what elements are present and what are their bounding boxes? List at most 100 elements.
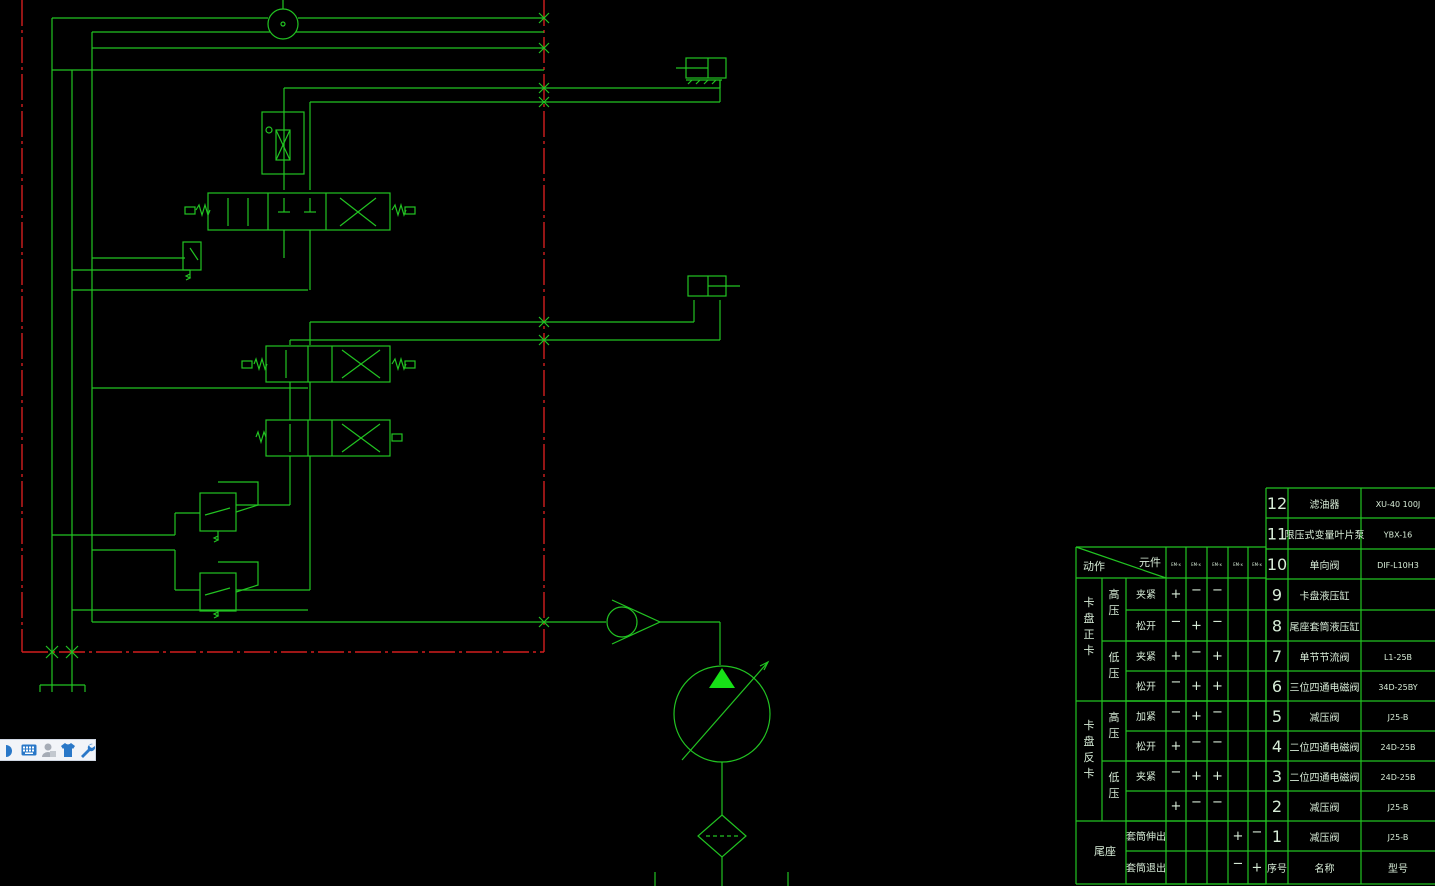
action-sign: + (1212, 649, 1223, 664)
throttle-valve (261, 111, 305, 175)
parts-footer-model: 型号 (1388, 862, 1408, 875)
parts-row-number: 1 (1272, 827, 1282, 846)
action-row-label: 套筒伸出 (1126, 830, 1166, 843)
action-sign: + (1233, 829, 1244, 844)
parts-row-number: 8 (1272, 617, 1282, 636)
parts-row-number: 11 (1267, 525, 1287, 544)
action-sign: + (1191, 769, 1202, 784)
solenoid-valve-6 (184, 192, 416, 290)
parts-row-model: 24D-25B (1381, 743, 1416, 752)
shirt-icon[interactable] (60, 741, 76, 759)
action-sub-label: 低压 (1109, 771, 1120, 800)
check-valve-10 (606, 599, 721, 665)
parts-row-number: 9 (1272, 586, 1282, 605)
action-sign: + (1171, 587, 1182, 602)
tailstock-cylinder (687, 275, 740, 297)
action-sign: − (1171, 765, 1182, 780)
parts-row-name: 尾座套筒液压缸 (1290, 621, 1360, 634)
parts-footer-number: 序号 (1267, 862, 1287, 875)
action-sign: − (1191, 645, 1202, 660)
action-sign: − (1233, 857, 1244, 872)
action-sign: − (1212, 583, 1223, 598)
parts-row-name: 滤油器 (1310, 498, 1340, 511)
action-row-label: 套筒退出 (1126, 862, 1166, 875)
parts-row-model: J25-B (1387, 833, 1409, 842)
partial-icon[interactable] (2, 741, 18, 759)
action-sign: − (1191, 583, 1202, 598)
parts-footer-name: 名称 (1315, 862, 1335, 875)
action-sign: − (1171, 675, 1182, 690)
action-sign: + (1171, 649, 1182, 664)
parts-row-name: 二位四通电磁阀 (1290, 741, 1360, 754)
pipe-crossings (45, 12, 550, 659)
floating-toolbar (0, 739, 96, 761)
action-sign: + (1191, 709, 1202, 724)
sign-col-header: EM-x (1191, 562, 1201, 567)
parts-row-model: DIF-L10H3 (1377, 561, 1419, 570)
parts-row-name: 二位四通电磁阀 (1290, 771, 1360, 784)
parts-row-number: 2 (1272, 797, 1282, 816)
action-sign: − (1212, 735, 1223, 750)
sign-col-header: EM-x (1233, 562, 1243, 567)
action-sign: − (1191, 795, 1202, 810)
reducing-valve-2 (174, 550, 310, 619)
keyboard-icon[interactable] (21, 741, 37, 759)
parts-row-name: 三位四通电磁阀 (1290, 681, 1360, 694)
tailstock-cylinder-pipes (289, 300, 721, 345)
parts-row-number: 4 (1272, 737, 1282, 756)
parts-row-name: 单节节流阀 (1300, 651, 1350, 664)
action-sign: + (1171, 799, 1182, 814)
parts-row-model: J25-B (1387, 713, 1409, 722)
action-group-label: 卡盘正卡 (1084, 596, 1095, 657)
reducing-valve-5 (174, 481, 290, 543)
variable-vane-pump-11 (673, 660, 771, 815)
action-header-label: 动作 (1083, 560, 1105, 573)
sign-col-header: EM-x (1212, 562, 1222, 567)
action-row-label: 夹紧 (1136, 650, 1156, 663)
parts-row-model: 24D-25B (1381, 773, 1416, 782)
action-row-label: 松开 (1136, 740, 1156, 753)
action-sign: + (1252, 861, 1263, 876)
action-group-label: 尾座 (1094, 844, 1116, 858)
parts-row-number: 5 (1272, 707, 1282, 726)
parts-row-number: 10 (1267, 555, 1287, 574)
parts-row-number: 12 (1267, 494, 1287, 513)
parts-row-number: 7 (1272, 647, 1282, 666)
action-sign: + (1191, 619, 1202, 634)
action-row-label: 加紧 (1136, 711, 1156, 723)
solenoid-valve-4 (255, 419, 403, 590)
user-icon[interactable] (40, 741, 56, 759)
parts-row-name: 限压式变量叶片泵 (1285, 529, 1365, 542)
action-header-element: 元件 (1139, 556, 1161, 569)
action-row-label: 夹紧 (1136, 770, 1156, 783)
boundary-lines (21, 0, 545, 653)
action-sub-label: 高压 (1109, 587, 1120, 617)
filter-12 (654, 814, 789, 886)
parts-row-model: XU-40 100J (1376, 500, 1421, 509)
pressure-gauge (267, 0, 299, 40)
parts-row-name: 减压阀 (1310, 801, 1340, 814)
parts-row-model: J25-B (1387, 803, 1409, 812)
action-sign: − (1252, 825, 1263, 840)
wrench-icon[interactable] (79, 741, 95, 759)
action-sign: − (1171, 705, 1182, 720)
action-header-diagonal (1075, 546, 1167, 579)
solenoid-valve-3 (241, 345, 416, 420)
chuck-cylinder-pipes (283, 80, 721, 190)
action-sub-label: 高压 (1109, 710, 1120, 740)
action-sign: − (1212, 615, 1223, 630)
parts-row-name: 卡盘液压缸 (1300, 590, 1350, 603)
action-sign: − (1212, 705, 1223, 720)
main-pipes (39, 17, 606, 692)
parts-row-name: 减压阀 (1310, 831, 1340, 844)
parts-row-model: YBX-16 (1383, 531, 1413, 540)
action-sign: + (1171, 739, 1182, 754)
parts-row-number: 3 (1272, 767, 1282, 786)
chuck-cylinder (676, 57, 727, 85)
parts-row-name: 减压阀 (1310, 711, 1340, 724)
parts-row-name: 单向阀 (1310, 559, 1340, 572)
action-sub-label: 低压 (1109, 651, 1120, 680)
action-sign: + (1212, 769, 1223, 784)
